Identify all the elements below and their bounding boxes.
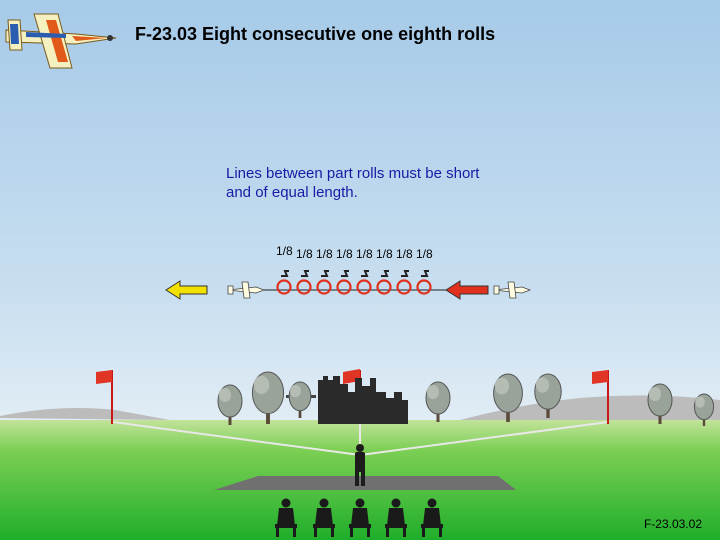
roll-fraction-label: 1/8 bbox=[316, 247, 333, 261]
tree-icon bbox=[534, 373, 562, 418]
roll-mark bbox=[316, 270, 332, 295]
tree-icon bbox=[217, 384, 243, 425]
tree-icon bbox=[647, 383, 673, 424]
judge-icon bbox=[349, 498, 371, 537]
roll-fraction-label: 1/8 bbox=[276, 244, 293, 258]
figure-code: F-23.03.02 bbox=[643, 517, 702, 531]
judge-icon bbox=[275, 498, 297, 537]
roll-fraction-label: 1/8 bbox=[336, 247, 353, 261]
roll-marks bbox=[276, 270, 432, 295]
roll-mark bbox=[356, 270, 372, 295]
flag-icon bbox=[96, 370, 113, 424]
judges bbox=[275, 498, 443, 537]
roll-mark bbox=[276, 270, 292, 295]
hill-left bbox=[0, 408, 170, 420]
sky bbox=[0, 0, 720, 425]
flag-icon bbox=[592, 370, 609, 424]
judge-icon bbox=[421, 498, 443, 537]
tree-icon bbox=[288, 381, 312, 418]
instruction-line-2: and of equal length. bbox=[226, 184, 358, 201]
tree-icon bbox=[693, 393, 715, 426]
judge-icon bbox=[385, 498, 407, 537]
roll-fraction-label: 1/8 bbox=[296, 247, 313, 261]
trees bbox=[217, 371, 715, 426]
tree-icon bbox=[493, 373, 523, 422]
roll-mark bbox=[296, 270, 312, 295]
page-title: F-23.03 Eight consecutive one eighth rol… bbox=[135, 24, 496, 44]
aircraft-logo-icon bbox=[5, 13, 117, 69]
roll-fraction-label: 1/8 bbox=[376, 247, 393, 261]
roll-mark bbox=[336, 270, 352, 295]
roll-fraction-label: 1/8 bbox=[356, 247, 373, 261]
instruction-line-1: Lines between part rolls must be short bbox=[226, 165, 480, 182]
roll-fraction-label: 1/8 bbox=[396, 247, 413, 261]
roll-fraction-label: 1/8 bbox=[416, 247, 433, 261]
judge-icon bbox=[313, 498, 335, 537]
roll-mark bbox=[396, 270, 412, 295]
roll-mark bbox=[376, 270, 392, 295]
instruction-note: Lines between part rolls must be short a… bbox=[226, 164, 546, 202]
aircraft-icon bbox=[493, 281, 532, 299]
pilot-icon bbox=[355, 444, 365, 486]
exit-arrow bbox=[165, 280, 208, 300]
tree-icon bbox=[251, 371, 285, 424]
entry-arrow bbox=[445, 280, 489, 300]
roll-mark bbox=[416, 270, 432, 295]
tree-icon bbox=[425, 381, 451, 422]
aircraft-icon bbox=[227, 281, 266, 299]
